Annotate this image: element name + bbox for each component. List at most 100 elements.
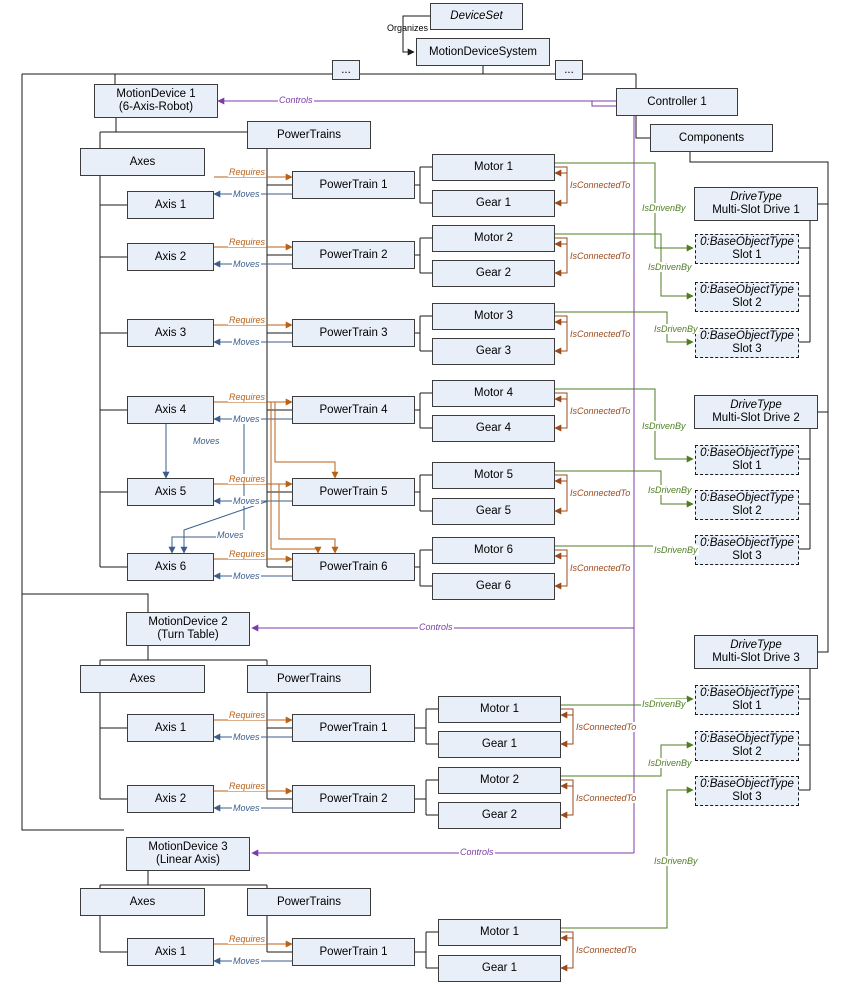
md2-row2-requires-label: Requires [228, 781, 267, 791]
md1-row2-connected [554, 237, 568, 277]
md1-row2-motor-label: Motor 2 [474, 231, 513, 244]
md1-row5-requires-label: Requires [228, 474, 267, 484]
md1-row3-connected [554, 315, 568, 355]
components-node: Components [650, 124, 773, 152]
bus-left-trunk [21, 74, 124, 831]
trunk-to-md2 [22, 593, 149, 612]
md1-powertrains-folder: PowerTrains [247, 121, 371, 149]
md1-row1-moves-label: Moves [232, 189, 261, 199]
md1-row4-powertrain: PowerTrain 4 [292, 396, 415, 424]
md1-axes-folder: Axes [80, 148, 205, 176]
md3-row1-axis-label: Axis 1 [154, 945, 187, 958]
md1-row5-powertrain: PowerTrain 5 [292, 478, 415, 506]
drive2-slot1-sublabel: Slot 1 [732, 460, 762, 472]
md1-powertrains-folder-label: PowerTrains [276, 128, 342, 141]
md1-row6-axis: Axis 6 [127, 553, 214, 581]
md1-row2-gear-label: Gear 2 [475, 266, 512, 279]
md2-row1-requires-label: Requires [228, 710, 267, 720]
controller-to-components [635, 116, 650, 139]
md1-row5-motor: Motor 5 [432, 461, 555, 489]
md2-row1-powertrain: PowerTrain 1 [292, 714, 415, 742]
md2-row1-gear: Gear 1 [438, 730, 561, 758]
md1-row3-moves-label: Moves [232, 337, 261, 347]
md1-row4-requires-label: Requires [228, 392, 267, 402]
md1-row1-gear: Gear 1 [432, 189, 555, 217]
md1-row2-axis-label: Axis 2 [154, 250, 187, 263]
md1-row2-connected-label: IsConnectedTo [569, 250, 632, 261]
md2-row2-axis: Axis 2 [127, 785, 214, 813]
md1-row2-motor: Motor 2 [432, 224, 555, 252]
md2-row2-connected-label: IsConnectedTo [575, 792, 638, 803]
md2-node-sublabel: (Turn Table) [157, 629, 219, 641]
md1-row6-powertrain: PowerTrain 6 [292, 553, 415, 581]
ellipsis-right-label: ... [564, 63, 574, 76]
md1-row6-motor: Motor 6 [432, 536, 555, 564]
controls-label-md2: Controls [418, 622, 454, 632]
md3-node-sublabel: (Linear Axis) [156, 854, 220, 866]
md1-moves-cross-b-label: Moves [216, 530, 245, 540]
md1-row6-powertrain-label: PowerTrain 6 [319, 560, 388, 573]
md3-row1-powertrain: PowerTrain 1 [292, 938, 415, 966]
md1-requires-cross-c [270, 402, 322, 554]
md3-row1-connected-label: IsConnectedTo [575, 945, 638, 955]
drive1-slot2-label: 0:BaseObjectType [700, 284, 794, 296]
drive1-node-sublabel: Multi-Slot Drive 1 [712, 204, 800, 216]
drive2-slot3-sublabel: Slot 3 [732, 550, 762, 562]
md1-row1-powertrain: PowerTrain 1 [292, 171, 415, 199]
md1-row4-moves-label: Moves [232, 414, 261, 424]
md1-row2-axis: Axis 2 [127, 243, 214, 271]
motion-device-system-node: MotionDeviceSystem [416, 38, 550, 66]
md1-row5-gear: Gear 5 [432, 497, 555, 525]
md1-row5-connected-label: IsConnectedTo [569, 488, 632, 498]
md1-row1-connected [554, 166, 568, 207]
md1-node: MotionDevice 1(6-Axis-Robot) [94, 84, 218, 118]
md1-requires-cross-a [274, 402, 339, 479]
md1-row2-requires-label: Requires [228, 237, 267, 247]
md1-row1-powertrain-label: PowerTrain 1 [319, 178, 388, 191]
drive3-slot1-label: 0:BaseObjectType [700, 687, 794, 699]
drive1-slot1-sublabel: Slot 1 [732, 249, 762, 261]
controls-label-md3: Controls [459, 847, 495, 857]
drive3-slot3-sublabel: Slot 3 [732, 791, 762, 803]
md1-row4-axis-label: Axis 4 [154, 403, 187, 416]
md2-row1-motor: Motor 1 [438, 695, 561, 723]
drive3-node-label: DriveType [730, 639, 782, 651]
drive2-slot1-label: 0:BaseObjectType [700, 447, 794, 459]
drive3-slot1-sublabel: Slot 1 [732, 700, 762, 712]
md2-powertrains-folder-label: PowerTrains [276, 672, 342, 685]
controller-node: Controller 1 [616, 88, 738, 116]
md3-row1-motor: Motor 1 [438, 918, 561, 946]
md1-row5-driven-by-label: IsDrivenBy [647, 484, 693, 495]
drive1-slot1-label: 0:BaseObjectType [700, 236, 794, 248]
ellipsis-right: ... [555, 60, 583, 80]
md1-row1-motor-label: Motor 1 [474, 160, 513, 173]
md2-row2-powertrain: PowerTrain 2 [292, 785, 415, 813]
md1-row4-gear-label: Gear 4 [475, 421, 512, 434]
md1-row5-motor-label: Motor 5 [474, 468, 513, 481]
md3-row1-connected [560, 931, 574, 972]
md1-row4-gear: Gear 4 [432, 414, 555, 442]
md1-row1-axis-label: Axis 1 [154, 198, 187, 211]
md2-row1-connected [560, 708, 574, 748]
md1-row3-requires-label: Requires [228, 315, 267, 325]
md1-row2-driven-by-label: IsDrivenBy [647, 262, 693, 272]
md2-row2-gear: Gear 2 [438, 801, 561, 829]
drive2-node-label: DriveType [730, 399, 782, 411]
device-set-node: DeviceSet [430, 3, 523, 30]
drive3-slot2-label: 0:BaseObjectType [700, 733, 794, 745]
drive3-slot2-sublabel: Slot 2 [732, 746, 762, 758]
md3-powertrains-folder: PowerTrains [247, 888, 371, 916]
md2-row2-axis-label: Axis 2 [154, 792, 187, 805]
md2-node-label: MotionDevice 2 [148, 616, 228, 628]
drive2-slot3-label: 0:BaseObjectType [700, 537, 794, 549]
md2-row2-gear-label: Gear 2 [481, 808, 518, 821]
md1-moves-cross-a-label: Moves [192, 436, 221, 446]
md1-moves-cross-b [180, 500, 269, 554]
md1-row3-connected-label: IsConnectedTo [569, 328, 632, 339]
md3-row1-requires-label: Requires [228, 934, 267, 944]
